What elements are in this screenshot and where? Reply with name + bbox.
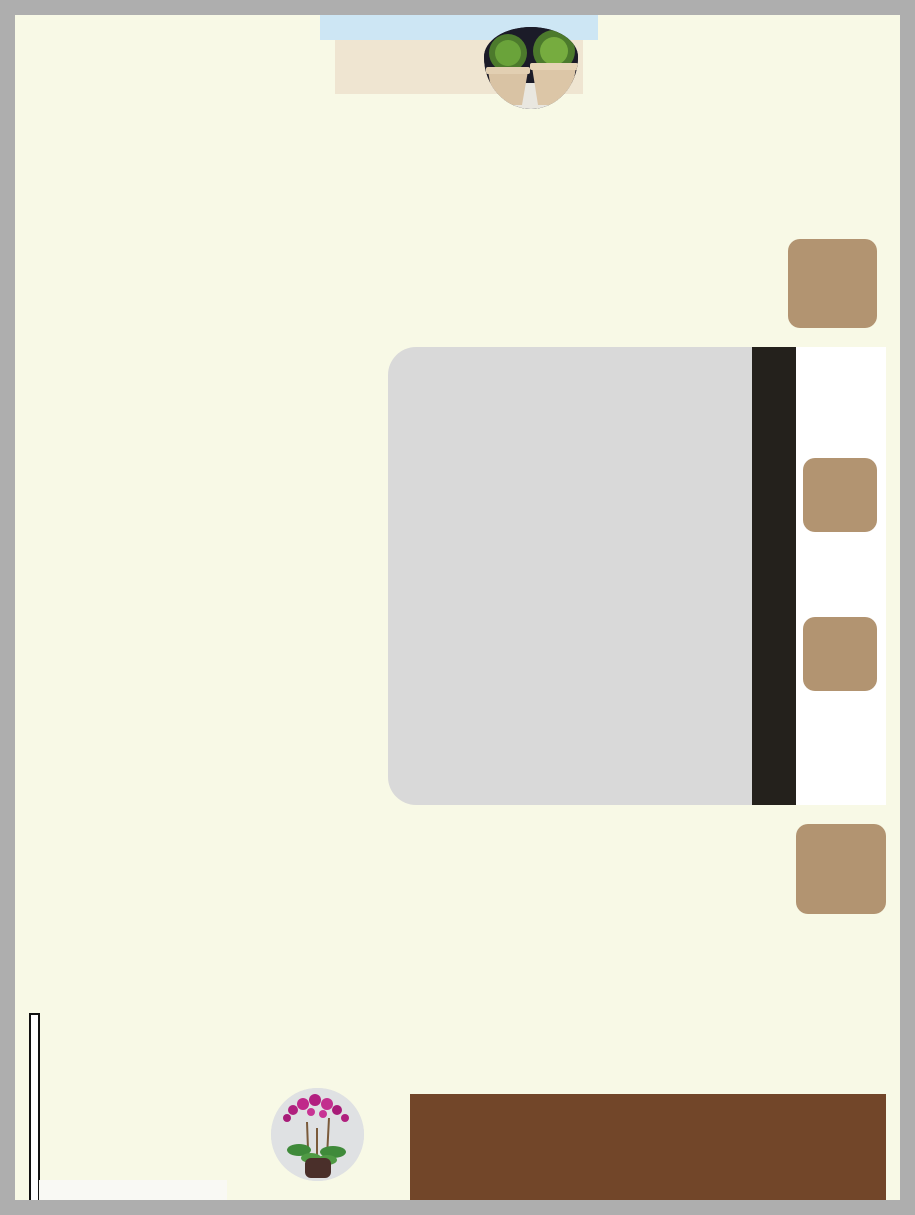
bed-headboard xyxy=(752,347,797,805)
dresser[interactable] xyxy=(410,1094,886,1200)
bed-pillow-2[interactable] xyxy=(803,617,877,691)
orchid-plant[interactable] xyxy=(271,1088,364,1181)
bed-frame xyxy=(796,347,886,805)
rug xyxy=(39,1180,227,1200)
orchid-vase-icon xyxy=(271,1088,364,1181)
room-floor-plan xyxy=(15,15,900,1200)
nightstand-bottom[interactable] xyxy=(796,824,886,914)
bed-mattress[interactable] xyxy=(388,347,752,805)
cactus-pots-icon xyxy=(484,27,578,109)
nightstand-top[interactable] xyxy=(788,239,877,328)
bed-pillow-1[interactable] xyxy=(803,458,877,532)
cactus-plant[interactable] xyxy=(484,27,578,109)
door[interactable] xyxy=(29,1013,40,1200)
